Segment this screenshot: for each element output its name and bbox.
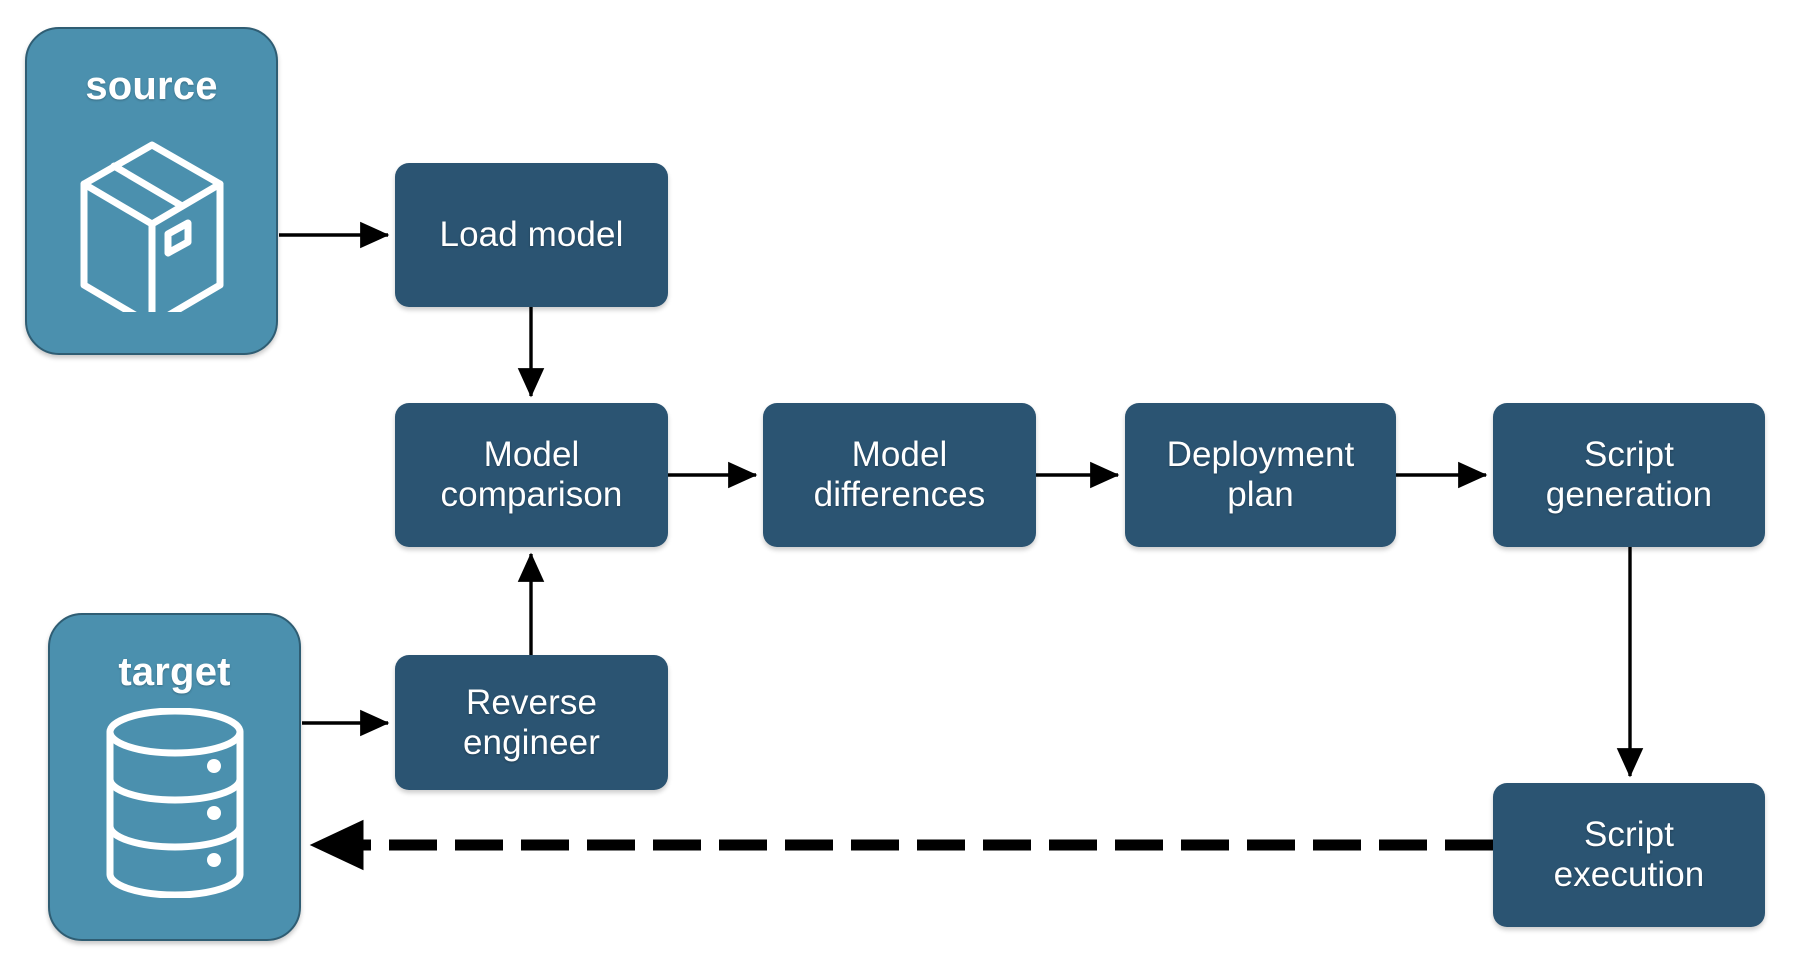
node-script-generation-label: Script generation [1545,435,1713,514]
node-model-differences-label: Model differences [813,435,986,514]
node-script-execution[interactable]: Script execution [1493,783,1765,927]
node-source[interactable]: source [25,27,278,355]
node-model-differences[interactable]: Model differences [763,403,1036,547]
node-target[interactable]: target [48,613,301,941]
database-cylinder-icon [90,707,260,903]
node-model-comparison-label: Model comparison [440,435,623,514]
node-script-execution-label: Script execution [1553,815,1705,894]
package-box-icon [62,122,242,328]
node-load-model-label: Load model [439,215,624,255]
node-reverse-engineer[interactable]: Reverse engineer [395,655,668,790]
node-reverse-engineer-label: Reverse engineer [462,682,601,762]
node-deployment-plan[interactable]: Deployment plan [1125,403,1396,547]
node-model-comparison[interactable]: Model comparison [395,403,668,547]
node-source-label: source [85,63,218,108]
node-target-label: target [118,649,231,694]
node-load-model[interactable]: Load model [395,163,668,307]
node-script-generation[interactable]: Script generation [1493,403,1765,547]
node-deployment-plan-label: Deployment plan [1166,435,1355,514]
